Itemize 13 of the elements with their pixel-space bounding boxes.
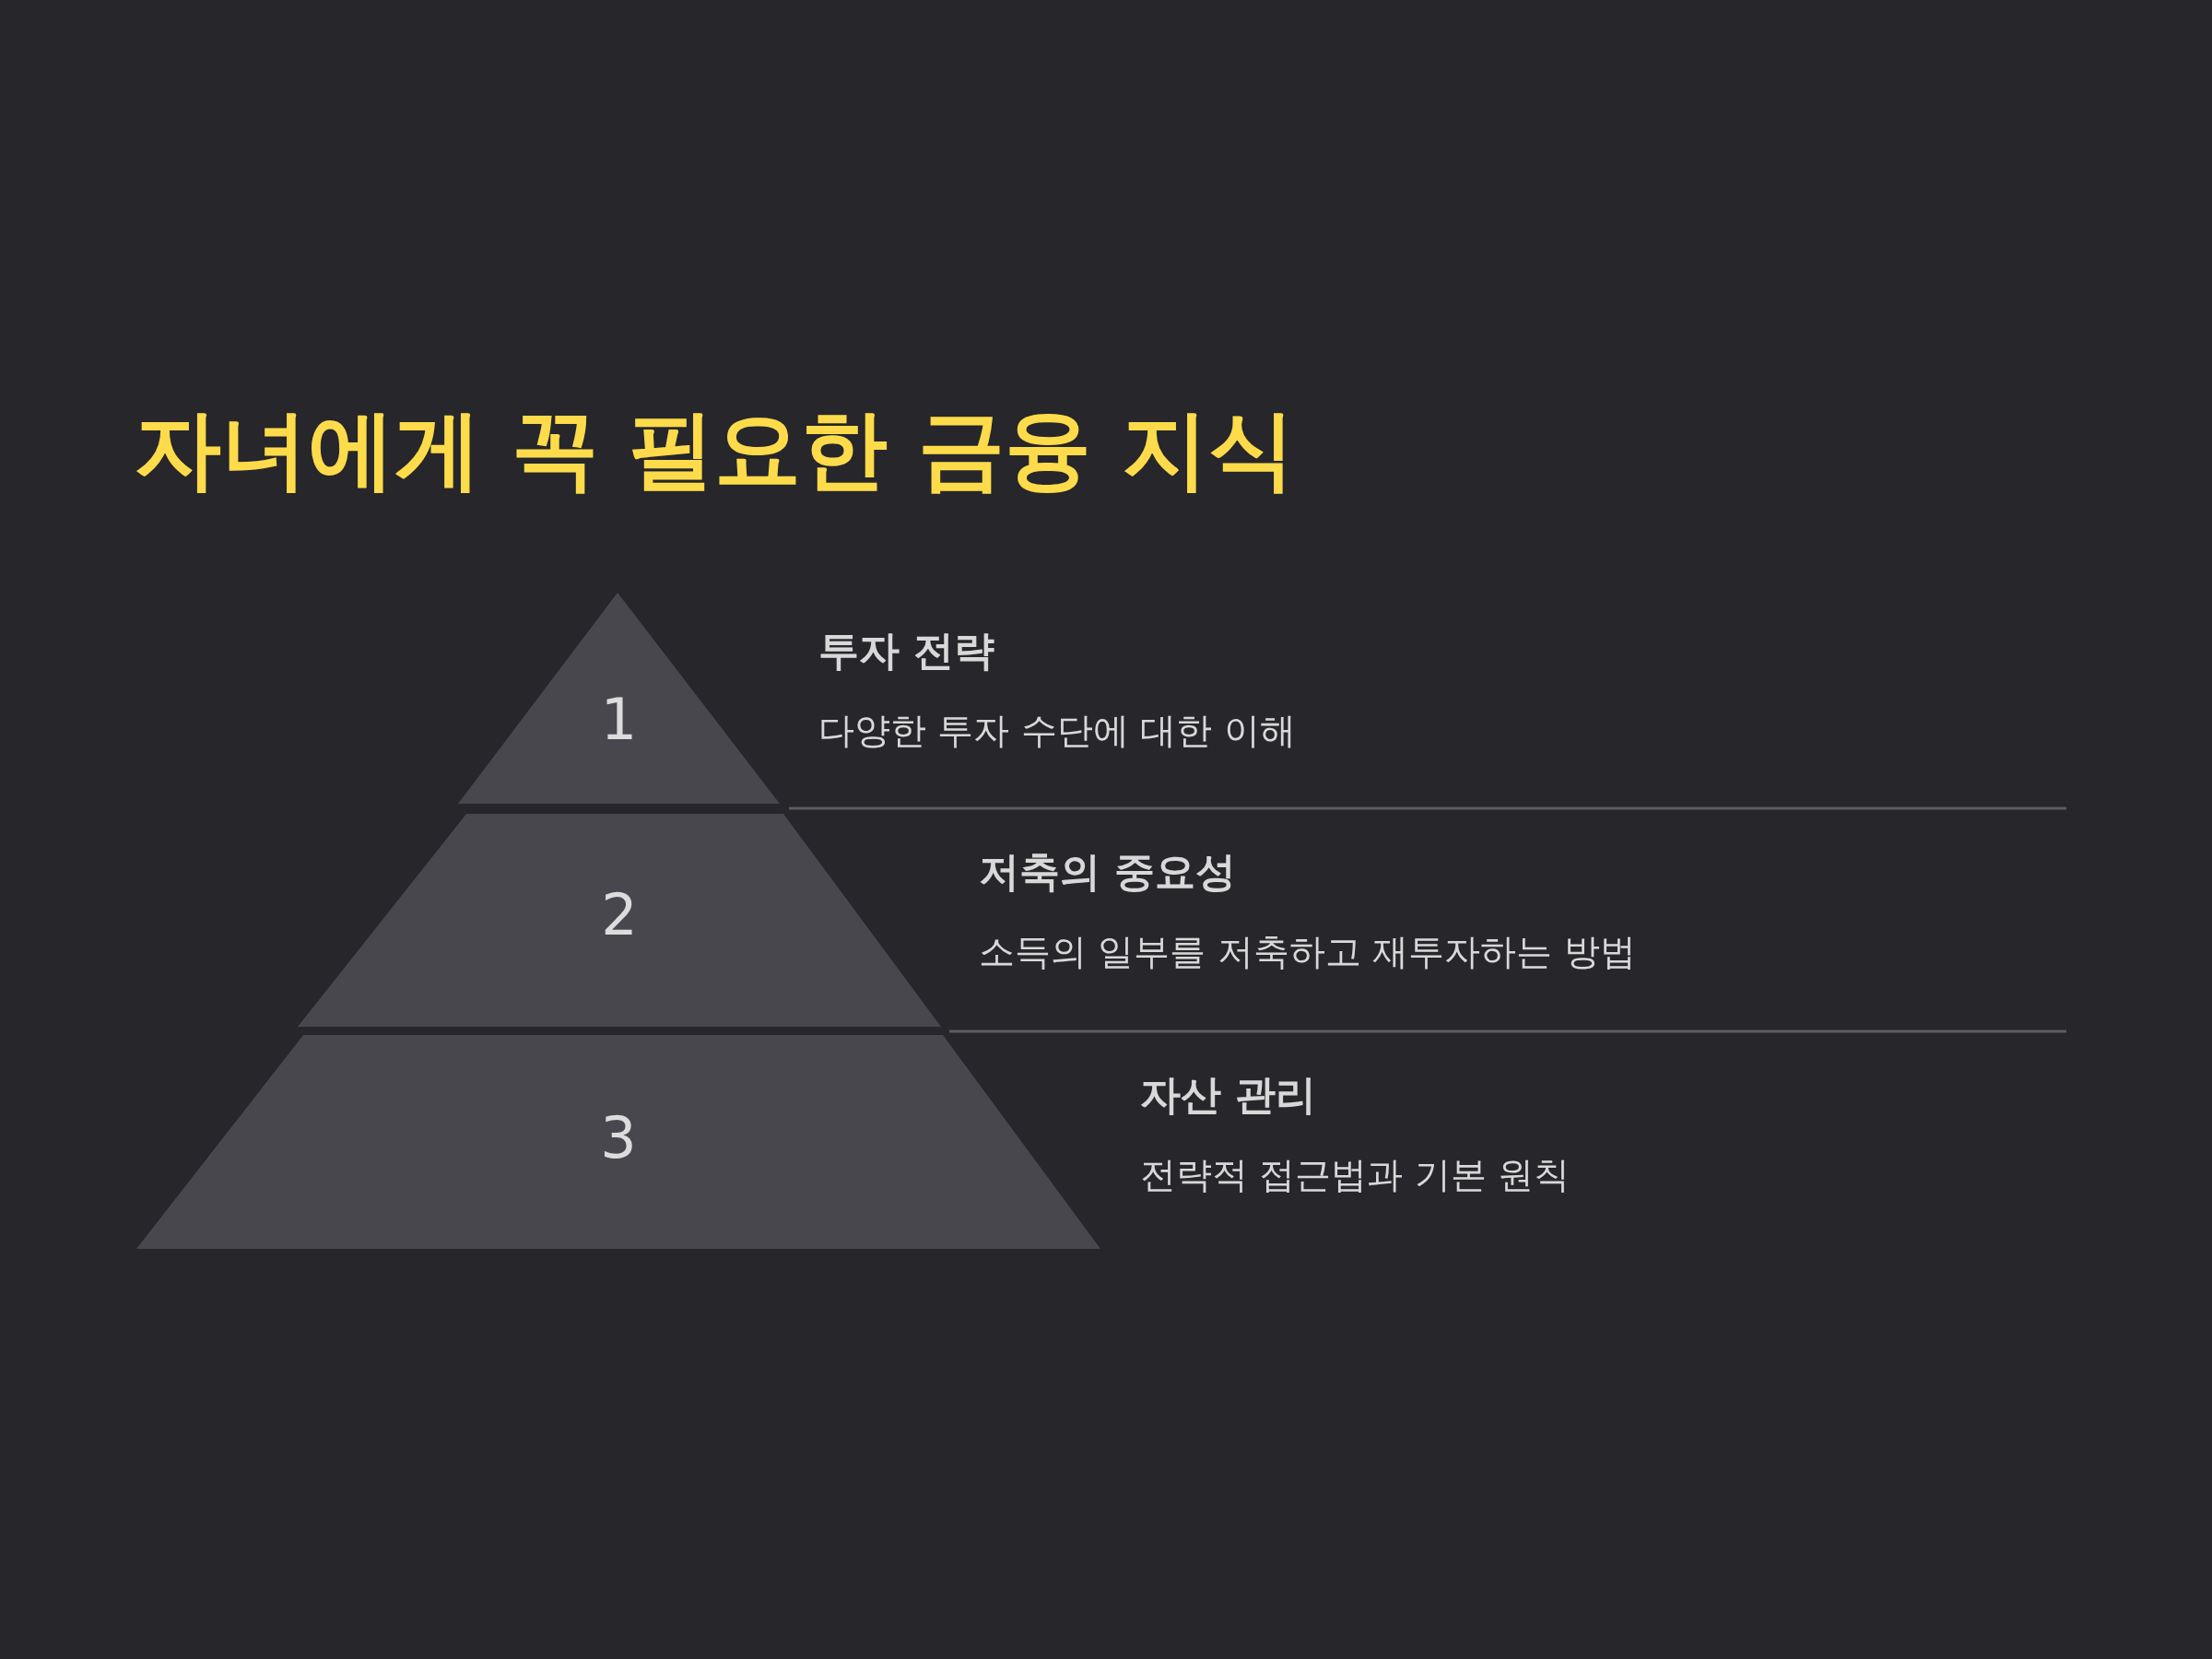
pyramid-tier	[298, 814, 941, 1027]
tier-description: 소득의 일부를 저축하고 재투자하는 방법	[979, 931, 1636, 974]
tier-description: 전략적 접근법과 기본 원칙	[1140, 1154, 1571, 1197]
tier-heading: 자산 관리	[1140, 1071, 1317, 1120]
title: 자녀에게 꼭 필요한 금융 지식	[135, 398, 1295, 501]
pyramid-tier	[458, 593, 780, 804]
tier-heading: 저축의 중요성	[979, 848, 1237, 897]
tier-number: 2	[600, 887, 639, 944]
pyramid-tier	[136, 1035, 1100, 1249]
tier-number: 1	[599, 691, 639, 748]
tier-number: 3	[599, 1110, 638, 1167]
tier-heading: 투자 전략	[818, 627, 995, 676]
tier-description: 다양한 투자 수단에 대한 이해	[818, 710, 1296, 753]
